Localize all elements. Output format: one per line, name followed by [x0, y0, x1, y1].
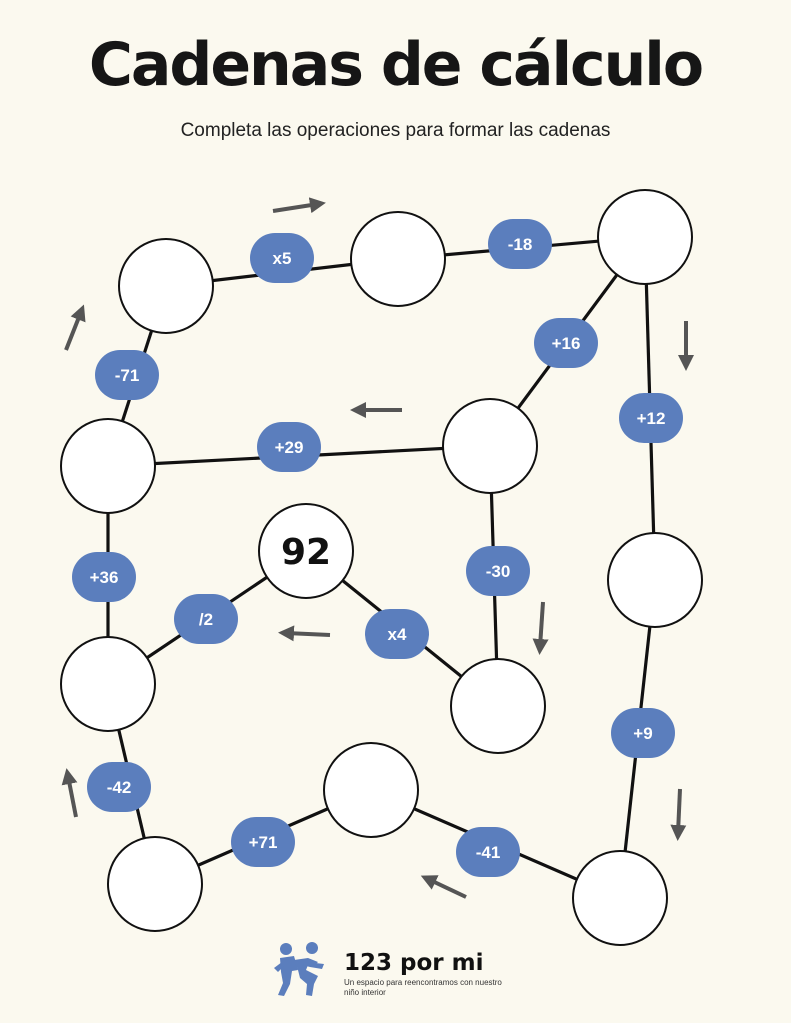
operation-badge: -42: [87, 762, 151, 812]
page-title: Cadenas de cálculo: [88, 30, 704, 100]
operation-label: +36: [90, 568, 119, 587]
brand-name: 123 por mi: [344, 950, 484, 976]
start-number: 92: [281, 532, 331, 573]
operation-label: -42: [107, 778, 132, 797]
operation-label: /2: [199, 610, 213, 629]
direction-arrow-icon: [272, 197, 326, 214]
answer-circles: 92: [60, 189, 703, 946]
operation-badge: -18: [488, 219, 552, 269]
start-number-circle: 92: [258, 503, 354, 599]
operation-badge: -30: [466, 546, 530, 596]
operation-badge: +29: [257, 422, 321, 472]
direction-arrow-icon: [670, 788, 687, 841]
children-running-logo-icon: [274, 942, 324, 996]
answer-circle[interactable]: [323, 742, 419, 838]
answer-circle[interactable]: [450, 658, 546, 754]
operation-badge: x5: [250, 233, 314, 283]
operation-label: x5: [273, 249, 292, 268]
direction-arrow-icon: [64, 304, 86, 351]
answer-circle[interactable]: [572, 850, 668, 946]
direction-arrows: [61, 197, 694, 899]
answer-circle[interactable]: [60, 418, 156, 514]
answer-circle[interactable]: [60, 636, 156, 732]
operation-label: -41: [476, 843, 501, 862]
answer-circle[interactable]: [597, 189, 693, 285]
operation-badge: +12: [619, 393, 683, 443]
operation-label: +12: [637, 409, 666, 428]
direction-arrow-icon: [278, 625, 331, 642]
operation-label: -71: [115, 366, 140, 385]
operation-badge: /2: [174, 594, 238, 644]
operation-badge: -41: [456, 827, 520, 877]
answer-circle[interactable]: [350, 211, 446, 307]
operation-label: +16: [552, 334, 581, 353]
operation-label: +71: [249, 833, 278, 852]
direction-arrow-icon: [420, 875, 467, 899]
operation-badge: -71: [95, 350, 159, 400]
operation-label: +9: [633, 724, 652, 743]
operation-badges: x5 -18 +16 +12 -71 +29 -30 +36/2 x4 -42 +9 +71 -41: [72, 219, 683, 877]
brand-tagline: Un espacio para reencontramos con nuestr…: [344, 978, 502, 997]
direction-arrow-icon: [532, 601, 549, 655]
operation-label: -18: [508, 235, 533, 254]
answer-circle[interactable]: [442, 398, 538, 494]
answer-circle[interactable]: [607, 532, 703, 628]
operation-label: +29: [275, 438, 304, 457]
answer-circle[interactable]: [107, 836, 203, 932]
operation-badge: +16: [534, 318, 598, 368]
page-subtitle: Completa las operaciones para formar las…: [180, 120, 611, 141]
operation-badge: +71: [231, 817, 295, 867]
operation-badge: x4: [365, 609, 429, 659]
operation-badge: +36: [72, 552, 136, 602]
operation-label: -30: [486, 562, 511, 581]
direction-arrow-icon: [61, 768, 78, 818]
operation-badge: +9: [611, 708, 675, 758]
operation-label: x4: [388, 625, 407, 644]
answer-circle[interactable]: [118, 238, 214, 334]
